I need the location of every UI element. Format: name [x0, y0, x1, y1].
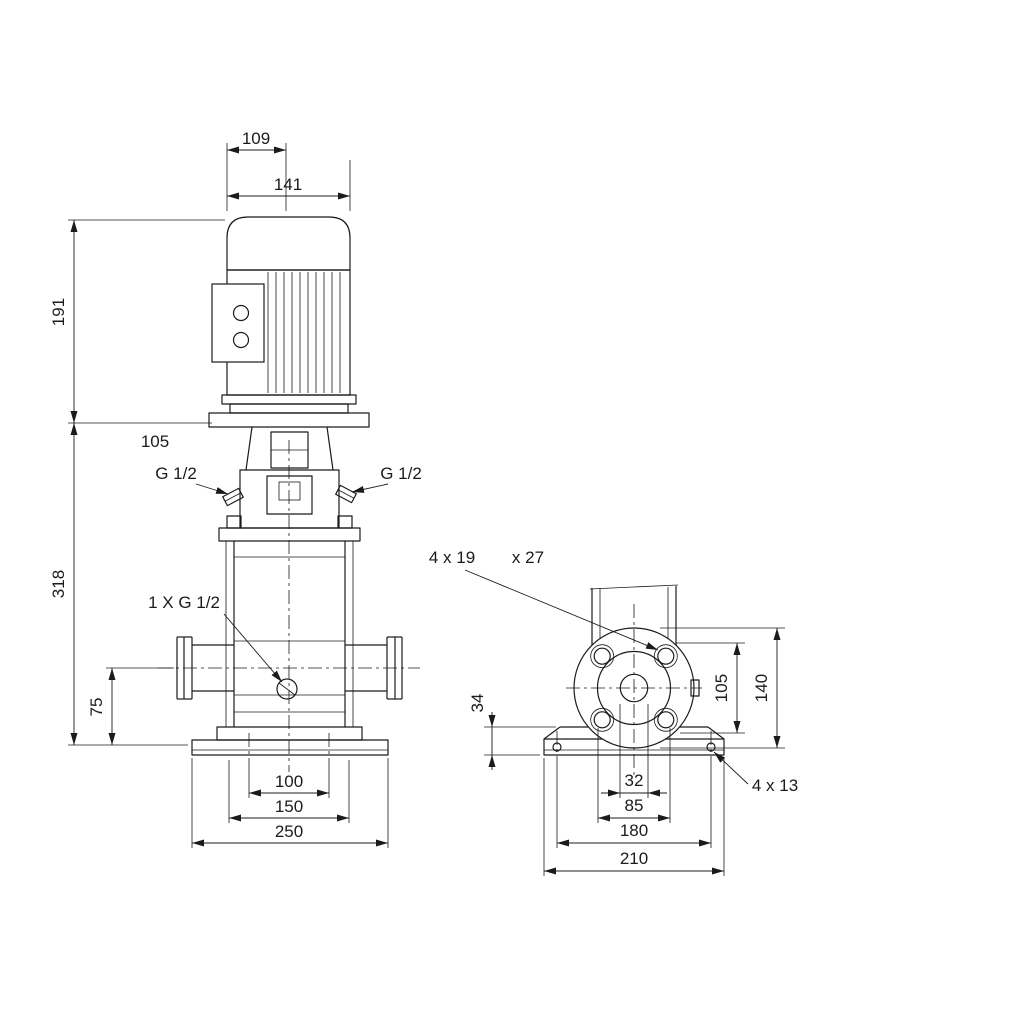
g-half-plug-left: [222, 487, 244, 507]
dim-105-side: 105: [676, 642, 745, 734]
pump-base-front: [191, 726, 389, 764]
dim-34-label: 34: [468, 694, 487, 713]
dim-75-label: 75: [87, 698, 106, 717]
port-flange-left: [176, 636, 234, 700]
drain-label-group: 1 X G 1/2: [148, 593, 283, 683]
dim-105-front-label: 105: [141, 432, 169, 451]
pump-head: [218, 469, 361, 542]
flange-holes-label: 4 x 19: [429, 548, 475, 567]
flange-counterbore-label: x 27: [512, 548, 544, 567]
port-label-left: G 1/2: [155, 464, 229, 495]
cable-entry-top: [232, 304, 250, 322]
motor-stool: [245, 426, 334, 471]
dim-141: 141: [227, 160, 351, 211]
motor-stool-plate: [208, 412, 370, 428]
drain-plug: [276, 678, 298, 700]
g-half-right-label: G 1/2: [380, 464, 422, 483]
head-body: [239, 469, 340, 529]
dim-150: 150: [228, 760, 350, 823]
dim-32: 32: [601, 704, 667, 798]
priming-boss: [278, 481, 301, 501]
dim-250-label: 250: [275, 822, 303, 841]
pump-sleeve: [225, 541, 354, 727]
staybolt-nut-right: [337, 515, 353, 529]
dim-140: 140: [660, 627, 785, 749]
g-half-plug-right: [335, 484, 357, 504]
staybolt-nut-left: [226, 515, 242, 529]
dim-210-label: 210: [620, 849, 648, 868]
port-flange-right: [345, 636, 403, 700]
dim-100-label: 100: [275, 772, 303, 791]
dim-180: 180: [556, 763, 712, 848]
cable-entry-bottom: [232, 331, 250, 349]
dim-109: 109: [226, 129, 287, 211]
dim-180-label: 180: [620, 821, 648, 840]
dim-75: 75: [87, 667, 174, 745]
dim-109-label: 109: [242, 129, 270, 148]
motor-base-ring2: [229, 403, 349, 414]
motor-cap: [226, 216, 351, 271]
motor: [208, 216, 370, 428]
dim-32-label: 32: [625, 771, 644, 790]
head-flange: [218, 527, 361, 542]
dim-105-side-label: 105: [712, 674, 731, 702]
dim-191-label: 191: [49, 298, 68, 326]
base-holes-label: 4 x 13: [752, 776, 798, 795]
dim-250: 250: [191, 758, 389, 848]
dim-100: 100: [248, 764, 330, 798]
dim-140-label: 140: [752, 674, 771, 702]
dim-105-front: 105: [141, 432, 169, 451]
dim-318-label: 318: [49, 570, 68, 598]
head-chamber: [266, 475, 313, 515]
dim-150-label: 150: [275, 797, 303, 816]
dim-85-label: 85: [625, 796, 644, 815]
flange-bolt-holes: [590, 644, 678, 732]
flange-holes-label-group: 4 x 19 x 27: [429, 548, 659, 651]
side-flange: [566, 604, 702, 775]
side-view: 4 x 19 x 27 34 105 140: [429, 548, 798, 876]
front-view: 109 141 191 105 318 75 G 1/2: [49, 129, 422, 848]
dim-141-label: 141: [274, 175, 302, 194]
dim-85: 85: [597, 728, 671, 823]
g-half-left-label: G 1/2: [155, 464, 197, 483]
motor-base-ring: [221, 394, 357, 405]
port-label-right: G 1/2: [351, 464, 422, 493]
terminal-box: [211, 283, 265, 363]
drain-port-label: 1 X G 1/2: [148, 593, 220, 612]
base-holes-label-group: 4 x 13: [713, 751, 798, 795]
dim-210: 210: [543, 758, 725, 876]
dim-34: 34: [468, 694, 556, 770]
dim-318: 318: [49, 423, 188, 746]
dim-191: 191: [49, 219, 225, 424]
motor-fins: [267, 272, 341, 393]
